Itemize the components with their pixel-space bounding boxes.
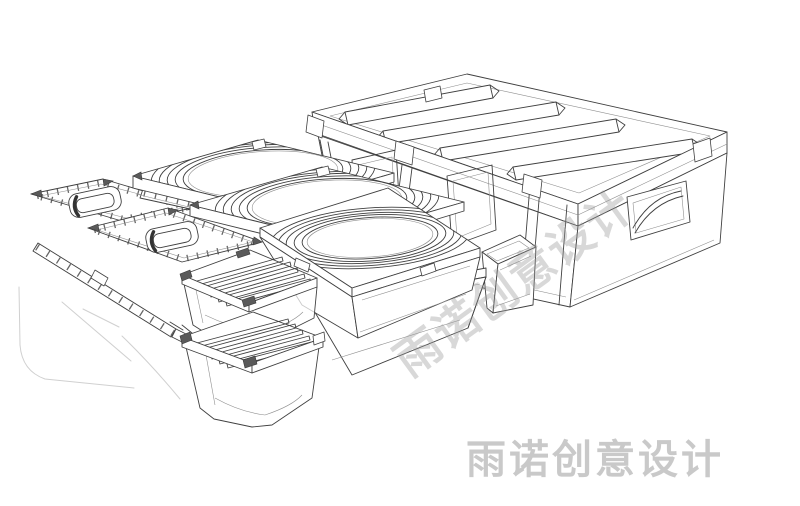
side-handle-recess xyxy=(626,180,691,241)
flat-lid-b xyxy=(87,207,263,263)
stacked-box-bottom xyxy=(179,311,326,428)
small-open-box xyxy=(481,234,537,314)
lid-handle-b xyxy=(145,221,199,253)
lid-handle-a xyxy=(68,186,122,218)
lid-latch-tabs xyxy=(305,85,713,199)
ghost-outline xyxy=(18,286,181,400)
rail-long xyxy=(32,242,193,345)
lid-ribs xyxy=(338,84,702,181)
